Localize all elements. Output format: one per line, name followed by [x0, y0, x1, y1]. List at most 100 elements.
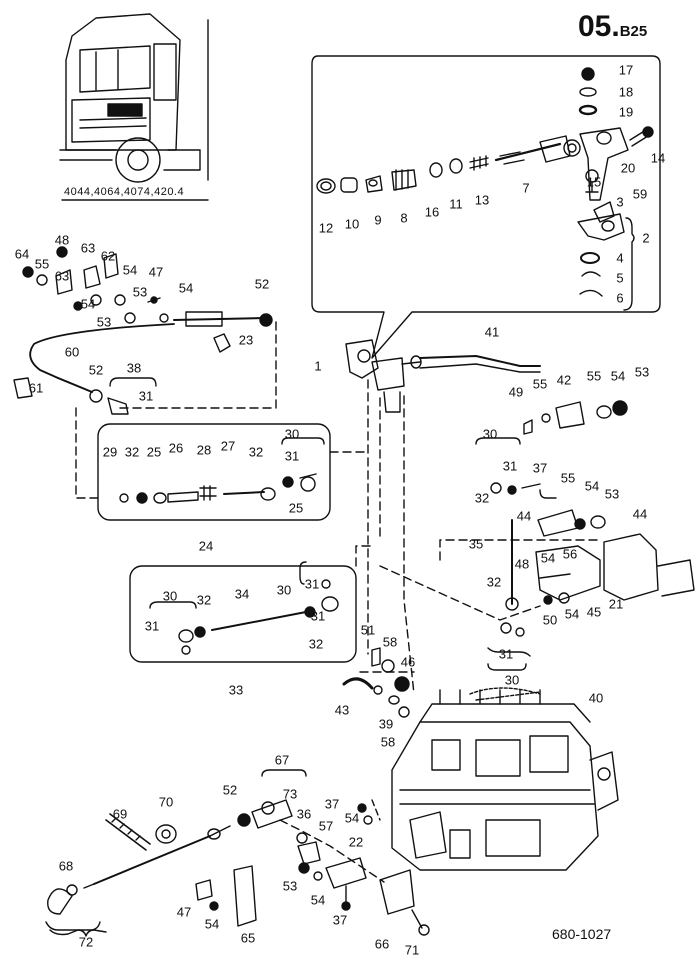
- callout: 25: [288, 500, 304, 516]
- callout: 53: [96, 314, 112, 330]
- callout: 44: [632, 506, 648, 522]
- callout: 26: [168, 440, 184, 456]
- callout: 15: [586, 174, 602, 190]
- callout: 4: [616, 250, 624, 266]
- lower-left-cable: [47, 799, 430, 937]
- callout: 37: [532, 460, 548, 476]
- callout: 63: [80, 240, 96, 256]
- callout: 54: [122, 262, 138, 278]
- callout: 27: [220, 438, 236, 454]
- box-33: [129, 545, 371, 663]
- hose-fittings: [342, 647, 415, 718]
- callout: 54: [344, 810, 360, 826]
- box-24: [97, 423, 367, 521]
- callout: 24: [198, 538, 214, 554]
- truck-models-caption: 4044,4064,4074,420.4: [64, 186, 185, 198]
- callout: 54: [540, 550, 556, 566]
- callout: 31: [144, 618, 160, 634]
- callout: 31: [498, 646, 514, 662]
- callout: 21: [608, 596, 624, 612]
- callout: 42: [556, 372, 572, 388]
- callout: 13: [474, 192, 490, 208]
- callout: 36: [296, 806, 312, 822]
- callout: 32: [308, 636, 324, 652]
- callout: 43: [334, 702, 350, 718]
- upper-left-cable: [13, 246, 277, 499]
- callout: 54: [204, 916, 220, 932]
- callout: 11: [449, 196, 463, 212]
- callout: 35: [468, 536, 484, 552]
- callout: 30: [284, 426, 300, 442]
- callout: 40: [588, 690, 604, 706]
- callout: 71: [404, 942, 420, 958]
- callout: 39: [378, 716, 394, 732]
- center-linkage: [345, 339, 541, 695]
- callout: 6: [616, 290, 624, 306]
- callout: 58: [380, 734, 396, 750]
- callout: 54: [178, 280, 194, 296]
- callout: 1: [314, 358, 322, 374]
- callout: 2: [642, 230, 650, 246]
- callout: 62: [100, 248, 116, 264]
- callout: 30: [504, 672, 520, 688]
- sheet-code: 05.B25: [578, 10, 647, 44]
- callout: 53: [634, 364, 650, 380]
- callout: 12: [318, 220, 334, 236]
- callout: 54: [564, 606, 580, 622]
- callout: 17: [618, 62, 634, 78]
- callout: 57: [318, 818, 334, 834]
- callout: 31: [304, 576, 320, 592]
- callout: 56: [562, 546, 578, 562]
- callout: 30: [162, 588, 178, 604]
- callout: 8: [400, 210, 408, 226]
- drawing-number: 680-1027: [552, 926, 612, 942]
- callout: 53: [132, 284, 148, 300]
- callout: 54: [610, 368, 626, 384]
- callout: 67: [274, 752, 290, 768]
- callout: 48: [514, 556, 530, 572]
- callout: 64: [14, 246, 30, 262]
- callout: 70: [158, 794, 174, 810]
- callout: 20: [620, 160, 636, 176]
- callout: 37: [332, 912, 348, 928]
- callout: 50: [542, 612, 558, 628]
- callout: 54: [80, 296, 96, 312]
- callout: 46: [400, 654, 416, 670]
- callout: 31: [284, 448, 300, 464]
- callout: 58: [382, 634, 398, 650]
- callout: 47: [148, 264, 164, 280]
- callout: 38: [126, 360, 142, 376]
- callout: 73: [282, 786, 298, 802]
- callout: 53: [604, 486, 620, 502]
- callout: 55: [532, 376, 548, 392]
- callout: 66: [374, 936, 390, 952]
- callout: 28: [196, 442, 212, 458]
- callout: 32: [124, 444, 140, 460]
- sheet-code-main: 05.: [578, 10, 620, 43]
- callout: 65: [240, 930, 256, 946]
- callout: 48: [54, 232, 70, 248]
- callout: 25: [146, 444, 162, 460]
- injection-pump: [391, 687, 619, 871]
- callout: 54: [584, 478, 600, 494]
- callout: 69: [112, 806, 128, 822]
- callout: 31: [138, 388, 154, 404]
- callout: 10: [344, 216, 360, 232]
- callout: 52: [222, 782, 238, 798]
- callout: 16: [424, 204, 440, 220]
- callout: 7: [522, 180, 530, 196]
- callout: 49: [508, 384, 524, 400]
- callout: 30: [482, 426, 498, 442]
- callout: 3: [616, 194, 624, 210]
- callout: 52: [254, 276, 270, 292]
- inset-frame: [311, 55, 661, 359]
- callout: 18: [618, 84, 634, 100]
- inset-parts: [316, 67, 654, 311]
- callout: 23: [238, 332, 254, 348]
- callout: 55: [586, 368, 602, 384]
- callout: 34: [234, 586, 250, 602]
- callout: 33: [228, 682, 244, 698]
- callout: 29: [102, 444, 118, 460]
